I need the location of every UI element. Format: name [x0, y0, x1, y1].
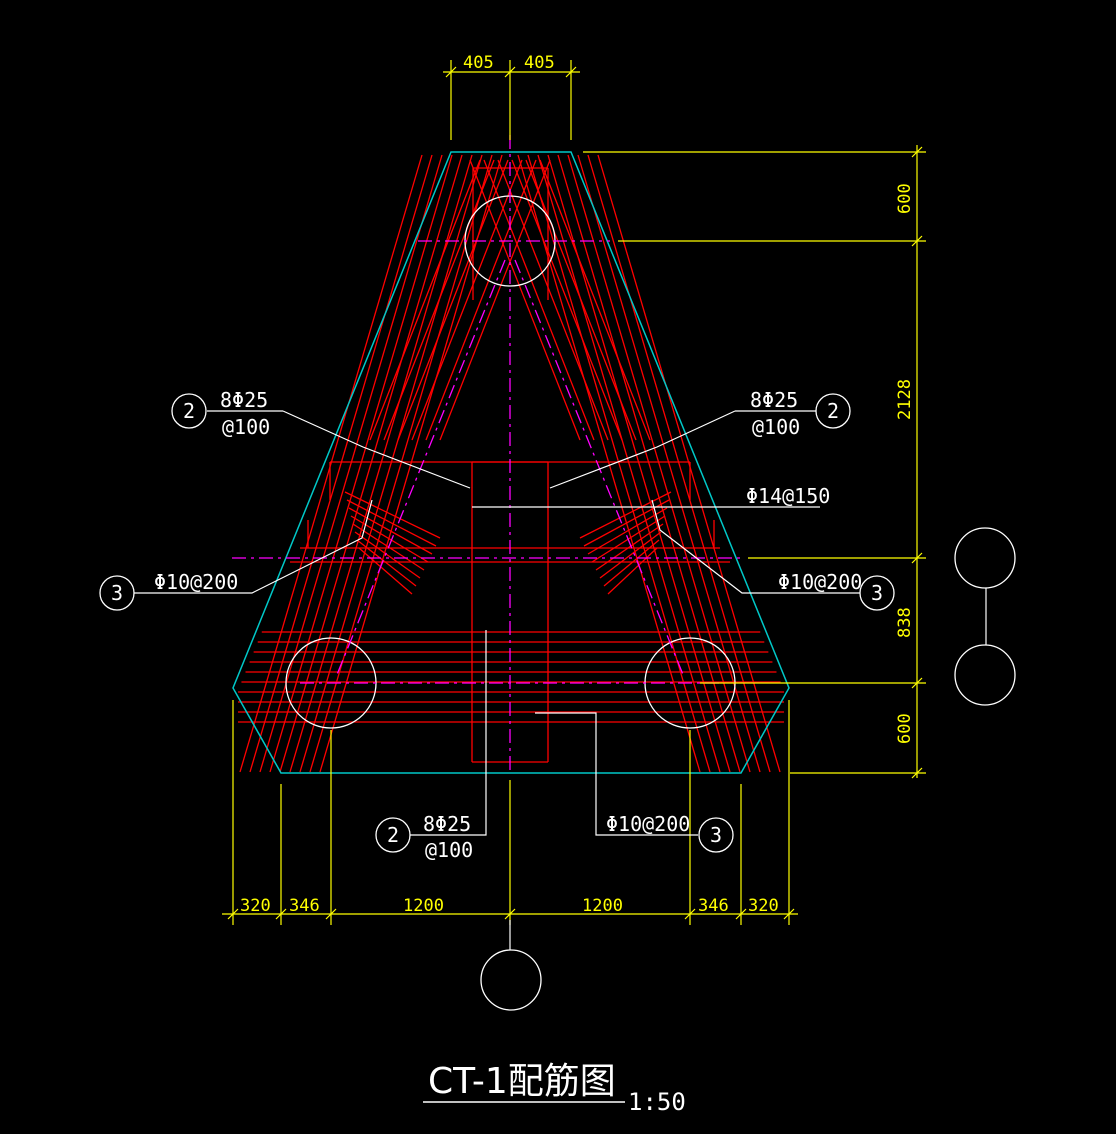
rebar-bar-right-leg: [587, 154, 771, 773]
dim-right-1: 600: [895, 183, 915, 214]
dim-bottom-4: 1200: [582, 896, 623, 916]
dim-bottom-1: 320: [240, 896, 271, 916]
rebar-bar-cross: [397, 159, 509, 441]
callout-number-right-middle: 3: [871, 581, 883, 605]
rebar-stirrup-hatch-left: [346, 499, 437, 547]
drawing-title: CT-1配筋图: [428, 1061, 616, 1102]
rebar-bar-right-leg: [527, 154, 711, 773]
callout-circle-right-upper: [815, 393, 851, 429]
callout-circle-left-upper: [171, 393, 207, 429]
rebar-bar-cross: [369, 159, 481, 441]
leader-lines: [134, 410, 987, 950]
rebar-bar-left-leg: [249, 154, 433, 773]
rebar-stirrup-hatch-left: [356, 539, 417, 587]
dim-bottom-5: 346: [698, 896, 729, 916]
rebar-label-bottom-left-1: 8Φ25: [423, 812, 471, 836]
rebar-bar-cross: [525, 159, 637, 441]
dim-bottom-2: 346: [289, 896, 320, 916]
rebar-bar-right-leg: [577, 154, 761, 773]
rebar-bar-cross: [439, 159, 551, 441]
rebar-stirrup-hatch-right: [579, 491, 672, 539]
rebar-label-left-upper-2: @100: [222, 415, 270, 439]
rebar-stirrup-hatch-right: [595, 523, 664, 571]
dim-top-right: 405: [524, 53, 555, 73]
rebar-bar-cross: [539, 159, 651, 441]
callout-number-left-middle: 3: [111, 581, 123, 605]
rebar-label-bottom-right: Φ10@200: [606, 812, 690, 836]
rebar-bar-left-leg: [289, 154, 473, 773]
rebar-bar-cross: [469, 159, 581, 441]
rebar-bar-right-leg: [517, 154, 701, 773]
dim-bottom-6: 320: [748, 896, 779, 916]
rebar-bar-right-leg: [547, 154, 731, 773]
callout-bubbles: [99, 393, 1016, 1011]
callout-number-bottom-left: 2: [387, 823, 399, 847]
callout-circle-left-middle: [99, 575, 135, 611]
rebar-stirrup-hatch-right: [607, 547, 658, 595]
rebar-stirrup-hatch-left: [348, 507, 433, 555]
dim-bottom-3: 1200: [403, 896, 444, 916]
callout-number-bottom-right: 3: [710, 823, 722, 847]
rebar-bar-left-leg: [299, 154, 483, 773]
dim-right-4: 600: [895, 713, 915, 744]
dim-top-left: 405: [463, 53, 494, 73]
rebar-stirrup-hatch-left: [344, 491, 441, 539]
rebar-bar-left-leg: [239, 154, 423, 773]
rebar-bar-left-leg: [269, 154, 453, 773]
dim-right-3: 838: [895, 607, 915, 638]
cap-outline: [232, 151, 790, 774]
rebar-stirrup-hatch-right: [603, 539, 660, 587]
callout-number-right-upper: 2: [827, 399, 839, 423]
callout-circle-right-middle: [859, 575, 895, 611]
centerlines: [232, 135, 745, 772]
rebar-stirrup-hatch-right: [583, 499, 670, 547]
grid-axis-bubble-right-upper: [954, 527, 1016, 589]
rebar-label-right-upper-2: @100: [752, 415, 800, 439]
rebar-label-right-upper-1: 8Φ25: [750, 388, 798, 412]
rebar-bar-cross: [511, 159, 623, 441]
rebar-bar-right-leg: [597, 154, 781, 773]
dim-right-2: 2128: [895, 379, 915, 420]
rebar-stirrup-hatch-left: [358, 547, 413, 595]
grid-axis-bubble-bottom: [480, 949, 542, 1011]
rebar-label-right-middle: Φ10@200: [778, 570, 862, 594]
rebar-label-bottom-left-2: @100: [425, 838, 473, 862]
rebar-bar-left-leg: [259, 154, 443, 773]
rebar-stirrup-hatch-left: [354, 531, 421, 579]
rebar-bar-right-leg: [537, 154, 721, 773]
callout-number-left-upper: 2: [183, 399, 195, 423]
drawing-scale: 1:50: [628, 1088, 686, 1116]
rebar-label-left-middle: Φ10@200: [154, 570, 238, 594]
rebar-bar-cross: [497, 159, 609, 441]
callout-circle-bottom-left: [375, 817, 411, 853]
rebar-bar-cross: [383, 159, 495, 441]
rebar-bar-left-leg: [279, 154, 463, 773]
rebar-bar-cross: [483, 159, 595, 441]
rebar-bar-right-leg: [567, 154, 751, 773]
grid-axis-bubble-right-lower: [954, 644, 1016, 706]
rebar-bar-cross: [411, 159, 523, 441]
callout-circle-bottom-right: [698, 817, 734, 853]
rebar-label-left-upper-1: 8Φ25: [220, 388, 268, 412]
rebar-bar-cross: [425, 159, 537, 441]
rebar-stirrup-hatch-right: [587, 507, 668, 555]
rebar-bar-right-leg: [557, 154, 741, 773]
rebar-bar-left-leg: [319, 154, 503, 773]
rebar-stirrup-hatch-left: [350, 515, 429, 563]
rebar-label-center-stirrup: Φ14@150: [746, 484, 830, 508]
rebar-layer: [238, 154, 784, 773]
rebar-stirrup-hatch-right: [599, 531, 662, 579]
rebar-bar-left-leg: [309, 154, 493, 773]
dimension-lines: [222, 60, 926, 925]
